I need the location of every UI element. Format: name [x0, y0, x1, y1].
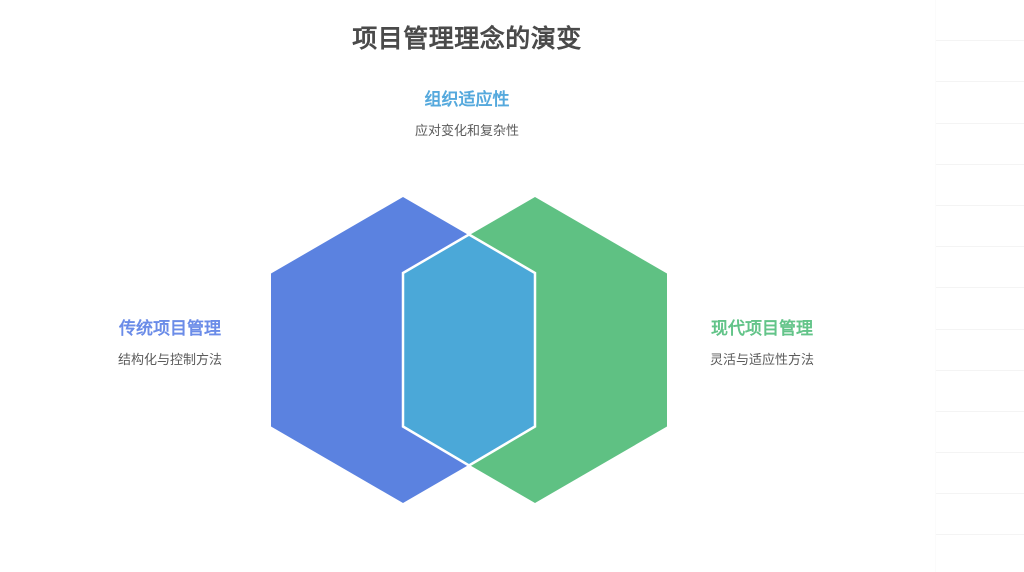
side-panel — [935, 0, 1024, 572]
panel-row — [936, 247, 1024, 289]
label-set-traditional: 传统项目管理 结构化与控制方法 — [60, 317, 280, 371]
panel-row — [936, 0, 1024, 42]
panel-row — [936, 330, 1024, 371]
panel-row — [936, 494, 1024, 536]
hexagon-intersection-adaptability[interactable] — [401, 233, 537, 467]
label-set-modern-description: 灵活与适应性方法 — [709, 352, 814, 367]
label-intersection-title: 组织适应性 — [424, 90, 510, 109]
panel-row — [936, 82, 1024, 124]
label-intersection-description: 应对变化和复杂性 — [414, 123, 519, 138]
panel-row — [936, 412, 1024, 454]
label-intersection: 组织适应性 应对变化和复杂性 — [337, 88, 597, 142]
panel-row — [936, 453, 1024, 495]
label-set-modern-title: 现代项目管理 — [711, 319, 813, 338]
panel-row — [936, 206, 1024, 248]
panel-row — [936, 124, 1024, 165]
panel-row — [936, 165, 1024, 206]
label-set-traditional-description: 结构化与控制方法 — [117, 352, 222, 367]
page-title: 项目管理理念的演变 — [352, 25, 582, 53]
panel-row — [936, 371, 1024, 412]
label-set-modern: 现代项目管理 灵活与适应性方法 — [652, 317, 872, 371]
label-set-traditional-title: 传统项目管理 — [119, 319, 221, 338]
panel-row — [936, 41, 1024, 83]
panel-row — [936, 288, 1024, 330]
